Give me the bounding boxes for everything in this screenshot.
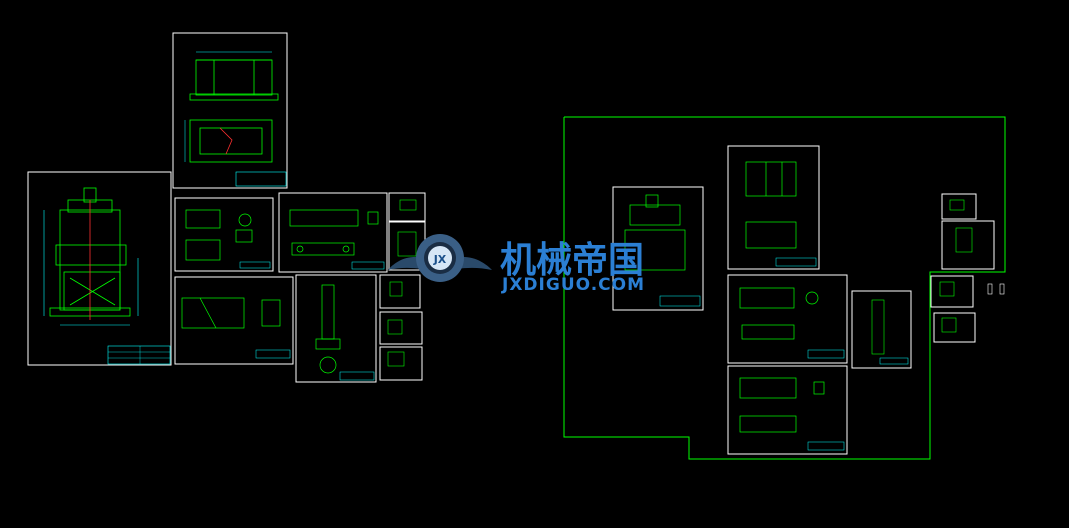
sheet-part-3[interactable] (388, 192, 426, 222)
boundary-polyline (563, 116, 1006, 460)
sheet-part-1[interactable] (174, 197, 274, 272)
sheet-part-r7[interactable] (933, 312, 976, 343)
sheet-part-r1[interactable] (727, 274, 848, 364)
sheet-part-r4[interactable] (941, 193, 977, 220)
logo-text: JX (433, 253, 447, 266)
sheet-frame-right[interactable] (727, 145, 820, 270)
sheet-assembly-right[interactable] (612, 186, 704, 311)
watermark-title: 机械帝国 (500, 240, 644, 281)
sheet-part-r5[interactable] (941, 220, 995, 270)
sheet-part-r6[interactable] (930, 275, 974, 308)
sheet-part-7[interactable] (379, 274, 421, 309)
sheet-part-r3[interactable] (727, 365, 848, 455)
sheet-part-6[interactable] (295, 274, 377, 383)
sheet-part-r2[interactable] (851, 290, 912, 369)
sheet-part-5[interactable] (174, 276, 294, 365)
watermark: JX 机械帝国 JXDIGUO.COM (388, 234, 645, 295)
gear-icon (416, 234, 464, 282)
watermark-url: JXDIGUO.COM (501, 275, 645, 295)
stray-parts (987, 283, 1005, 295)
sheet-part-2[interactable] (278, 192, 388, 273)
sheet-assembly-left[interactable] (27, 171, 172, 366)
sheet-base-top[interactable] (172, 32, 288, 189)
sheet-part-8[interactable] (379, 311, 423, 345)
sheet-part-9[interactable] (379, 346, 423, 381)
